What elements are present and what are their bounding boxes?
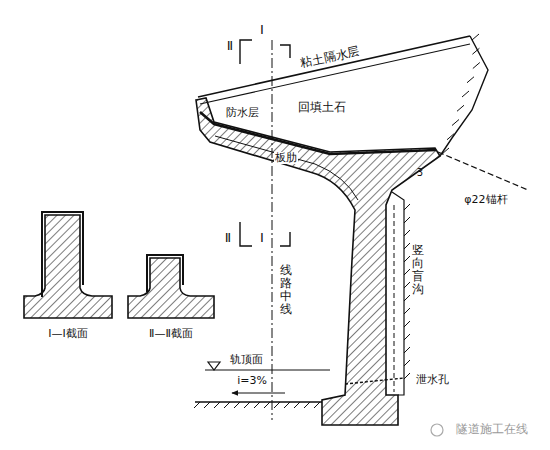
rock-tick — [404, 295, 410, 301]
slope-ratio: 3 — [416, 167, 424, 178]
rib-edge — [215, 136, 358, 200]
rock-tick — [467, 77, 474, 83]
section-1-shape — [24, 215, 112, 318]
ground-tick — [264, 402, 270, 408]
ground-tick — [314, 402, 320, 408]
rock-tick — [472, 34, 479, 40]
watermark-icon — [431, 424, 443, 436]
ground-tick — [214, 402, 220, 408]
rock-tick — [404, 373, 410, 379]
anchor-bar — [438, 152, 528, 190]
rock-tick — [404, 269, 410, 275]
rock-tick — [473, 63, 480, 69]
section-mark-label: Ⅰ — [259, 23, 265, 37]
rock-tick — [404, 204, 410, 210]
part-label: φ22锚杆 — [463, 194, 508, 206]
section-mark-label: Ⅱ — [226, 39, 234, 53]
rock-tick — [404, 321, 410, 327]
drain-hole — [345, 378, 404, 384]
rock-face — [440, 36, 488, 156]
clay-layer — [198, 36, 470, 97]
ground-tick — [254, 402, 260, 408]
section-mark-label: Ⅱ — [224, 231, 232, 245]
rock-tick — [404, 347, 410, 353]
section-title: Ⅰ—Ⅰ截面 — [47, 328, 89, 340]
ground-tick — [244, 402, 250, 408]
section-1-waterproof — [42, 212, 83, 297]
section-2-shape — [128, 258, 214, 318]
rock-tick — [404, 217, 410, 223]
center-line — [272, 40, 273, 420]
ground-hatching — [194, 402, 320, 408]
level-triangle — [208, 362, 220, 370]
rock-tick — [442, 148, 449, 154]
part-label: 板肋 — [274, 152, 298, 164]
rock-tick — [447, 134, 454, 140]
section-mark-label: Ⅰ — [259, 231, 265, 245]
part-label: 线路中线 — [279, 264, 293, 317]
rock-face — [392, 192, 404, 395]
ground-tick — [224, 402, 230, 408]
rock-tick — [404, 308, 410, 314]
slope-arrow — [232, 393, 285, 394]
rock-tick — [462, 91, 469, 97]
rail-top-line — [205, 370, 330, 371]
rock-tick — [404, 334, 410, 340]
rock-tick — [404, 230, 410, 236]
section-mark — [240, 40, 290, 246]
ground-tick — [284, 402, 290, 408]
ground-tick — [294, 402, 300, 408]
rock-tick — [404, 282, 410, 288]
rock-tick — [472, 48, 479, 54]
section-2-waterproof — [147, 255, 183, 292]
part-label: 泄水孔 — [415, 374, 450, 386]
rock-tick — [404, 243, 410, 249]
rock-tick — [457, 105, 464, 111]
section-title: Ⅱ—Ⅱ截面 — [148, 328, 194, 340]
ground-tick — [274, 402, 280, 408]
blind-drain — [394, 205, 395, 392]
rock-tick — [452, 120, 459, 126]
part-label: 防水层 — [225, 107, 260, 119]
rock-tick — [404, 360, 410, 366]
level-label: 轨顶面 — [229, 354, 264, 366]
part-label: 竖向盲沟 — [411, 244, 425, 297]
watermark: 隧道施工在线 — [455, 423, 529, 436]
concrete-structure — [196, 98, 440, 425]
ground-tick — [304, 402, 310, 408]
ground-tick — [234, 402, 240, 408]
rock-tick — [404, 256, 410, 262]
part-label: 回填土石 — [297, 101, 347, 114]
ground-tick — [204, 402, 210, 408]
ground-line — [195, 401, 322, 403]
ground-tick — [194, 402, 200, 408]
rock-hatching — [404, 34, 480, 379]
slope-label: i=3% — [236, 375, 268, 387]
